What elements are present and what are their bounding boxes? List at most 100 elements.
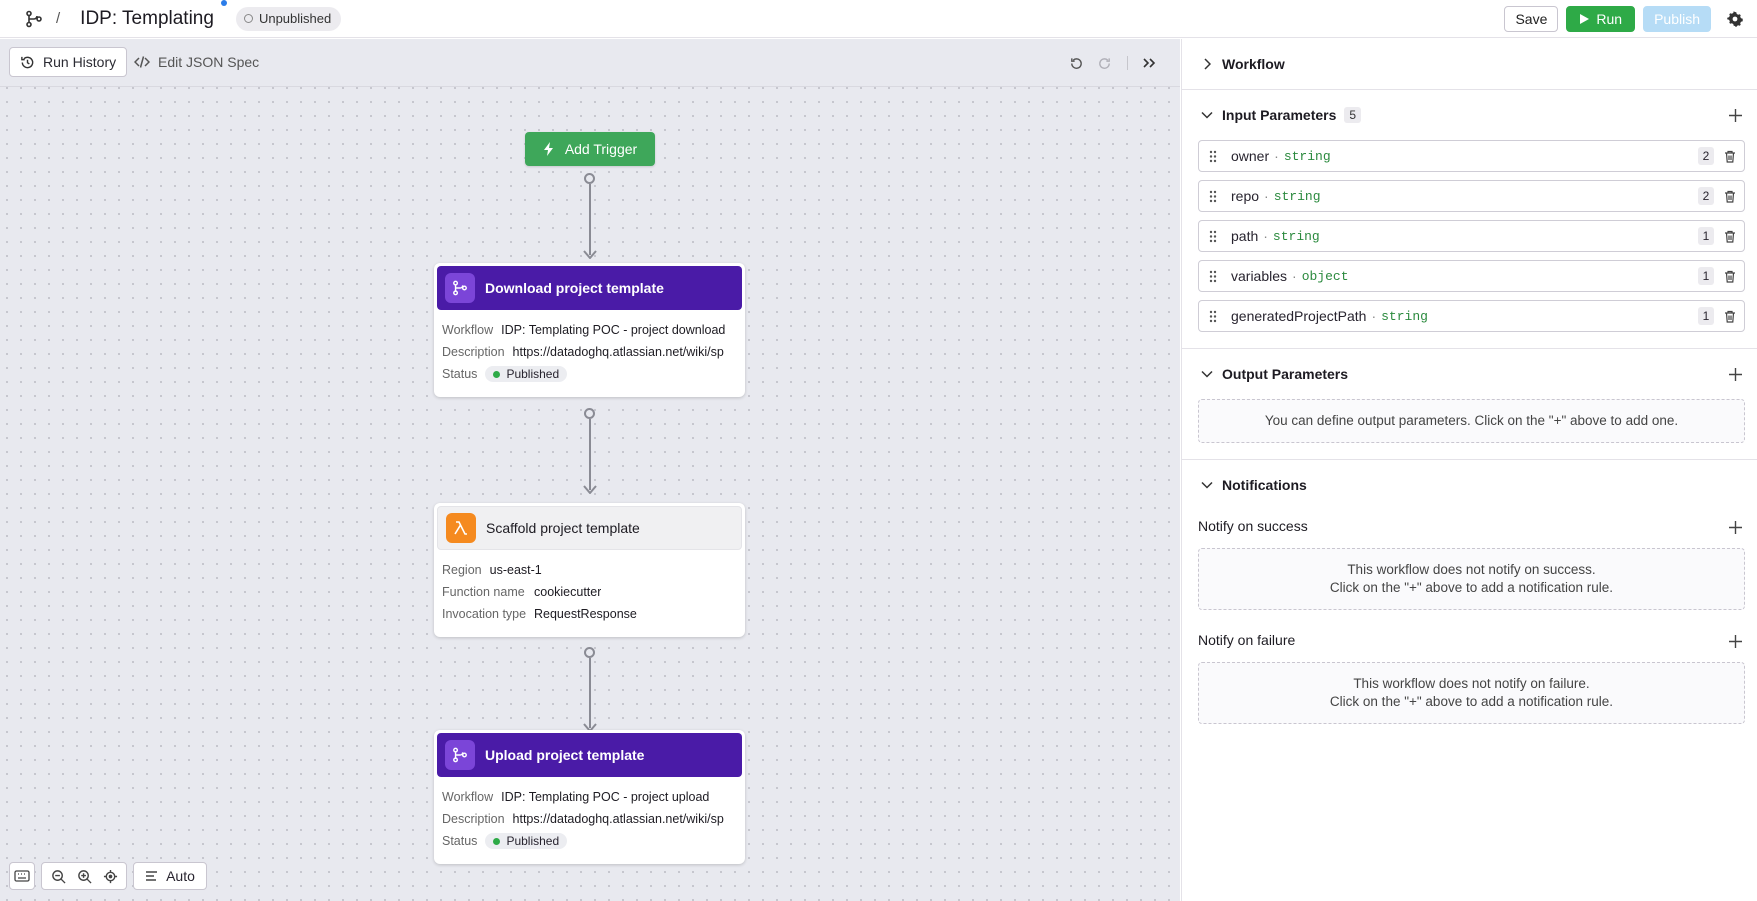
field-key: Workflow xyxy=(442,790,494,804)
notify-failure-empty-state: This workflow does not notify on failure… xyxy=(1198,662,1745,724)
add-output-param-icon[interactable] xyxy=(1727,366,1743,382)
field-value: RequestResponse xyxy=(534,607,637,621)
field-key: Invocation type xyxy=(442,607,527,621)
published-badge: Published xyxy=(485,366,568,382)
drag-handle-icon[interactable] xyxy=(1207,230,1219,243)
code-icon xyxy=(134,56,150,68)
trash-icon[interactable] xyxy=(1722,228,1738,244)
drag-handle-icon[interactable] xyxy=(1207,310,1219,323)
unsaved-dot xyxy=(220,0,227,6)
trash-icon[interactable] xyxy=(1722,308,1738,324)
arrow-head-icon xyxy=(582,485,597,494)
drag-handle-icon[interactable] xyxy=(1207,270,1219,283)
edge-line xyxy=(588,658,591,728)
section-title: Input Parameters xyxy=(1222,107,1337,123)
redo-icon[interactable] xyxy=(1094,53,1114,73)
node-field: Invocation type RequestResponse xyxy=(442,603,737,625)
save-button[interactable]: Save xyxy=(1504,6,1559,32)
param-type: object xyxy=(1301,268,1349,284)
notifications-section: Notifications Notify on success This wor… xyxy=(1182,460,1757,724)
connector-handle[interactable] xyxy=(584,408,595,419)
published-label: Published xyxy=(506,367,560,381)
param-separator: · xyxy=(1274,148,1279,164)
param-row[interactable]: repo·string 2 xyxy=(1198,180,1745,212)
drag-handle-icon[interactable] xyxy=(1207,190,1219,203)
connector-handle[interactable] xyxy=(584,173,595,184)
trash-icon[interactable] xyxy=(1722,268,1738,284)
workflow-section-header[interactable]: Workflow xyxy=(1182,39,1757,89)
param-usage-count: 2 xyxy=(1698,147,1714,165)
workflow-icon[interactable] xyxy=(24,9,44,29)
chevron-down-icon xyxy=(1200,478,1214,492)
run-button-label: Run xyxy=(1596,11,1623,27)
workflow-canvas[interactable]: Run History Edit JSON Spec Add Trigger D xyxy=(0,39,1180,901)
input-parameters-header[interactable]: Input Parameters 5 xyxy=(1182,90,1757,140)
chevron-right-icon xyxy=(1200,57,1214,71)
param-separator: · xyxy=(1263,228,1268,244)
trash-icon[interactable] xyxy=(1722,148,1738,164)
field-key: Status xyxy=(442,834,478,848)
param-row[interactable]: owner·string 2 xyxy=(1198,140,1745,172)
add-input-param-icon[interactable] xyxy=(1727,107,1743,123)
field-key: Workflow xyxy=(442,323,494,337)
add-failure-notification-icon[interactable] xyxy=(1727,633,1743,649)
lambda-icon xyxy=(446,513,476,543)
auto-label: Auto xyxy=(166,868,195,884)
add-trigger-button[interactable]: Add Trigger xyxy=(525,132,655,166)
section-title: Output Parameters xyxy=(1222,366,1349,382)
edge-line xyxy=(588,419,591,490)
notifications-header[interactable]: Notifications xyxy=(1182,460,1757,510)
collapse-panel-icon[interactable] xyxy=(1139,53,1159,73)
page-title[interactable]: IDP: Templating xyxy=(80,0,227,30)
arrow-head-icon xyxy=(582,250,597,259)
field-value: us-east-1 xyxy=(489,563,542,577)
param-row[interactable]: generatedProjectPath·string 1 xyxy=(1198,300,1745,332)
node-title: Download project template xyxy=(485,280,664,296)
input-parameters-section: Input Parameters 5 owner·string 2 repo·s… xyxy=(1182,90,1757,349)
notify-success-header: Notify on success xyxy=(1182,510,1757,542)
history-icon xyxy=(21,56,34,68)
output-parameters-header[interactable]: Output Parameters xyxy=(1182,349,1757,399)
node-header: Download project template xyxy=(437,266,742,310)
zoom-out-icon[interactable] xyxy=(48,866,68,886)
params-count-badge: 5 xyxy=(1344,107,1362,123)
param-usage-count: 1 xyxy=(1698,227,1714,245)
param-name: variables xyxy=(1231,268,1288,284)
drag-handle-icon[interactable] xyxy=(1207,150,1219,163)
trash-icon[interactable] xyxy=(1722,188,1738,204)
edit-json-spec-button[interactable]: Edit JSON Spec xyxy=(134,47,259,77)
param-name: repo xyxy=(1231,188,1260,204)
section-title: Notifications xyxy=(1222,477,1307,493)
keyboard-shortcuts-button[interactable] xyxy=(9,862,35,890)
param-name: generatedProjectPath xyxy=(1231,308,1367,324)
auto-layout-button[interactable]: Auto xyxy=(133,862,207,890)
publish-button[interactable]: Publish xyxy=(1643,6,1711,32)
workflow-section: Workflow xyxy=(1182,39,1757,90)
run-history-button[interactable]: Run History xyxy=(9,47,128,77)
header-actions: Save Run Publish xyxy=(1504,0,1757,38)
connector-handle[interactable] xyxy=(584,647,595,658)
fit-view-icon[interactable] xyxy=(100,866,120,886)
breadcrumb-separator: / xyxy=(56,10,61,27)
play-icon xyxy=(1580,14,1590,24)
run-button[interactable]: Run xyxy=(1566,6,1636,32)
undo-icon[interactable] xyxy=(1066,53,1086,73)
param-row[interactable]: variables·object 1 xyxy=(1198,260,1745,292)
add-success-notification-icon[interactable] xyxy=(1727,519,1743,535)
node-header: Upload project template xyxy=(437,733,742,777)
zoom-in-icon[interactable] xyxy=(74,866,94,886)
published-label: Published xyxy=(506,834,560,848)
notify-failure-label: Notify on failure xyxy=(1198,632,1296,648)
edit-json-label: Edit JSON Spec xyxy=(158,54,260,70)
param-name: path xyxy=(1231,228,1259,244)
param-row[interactable]: path·string 1 xyxy=(1198,220,1745,252)
param-type: string xyxy=(1272,228,1320,244)
gear-icon[interactable] xyxy=(1725,9,1745,29)
